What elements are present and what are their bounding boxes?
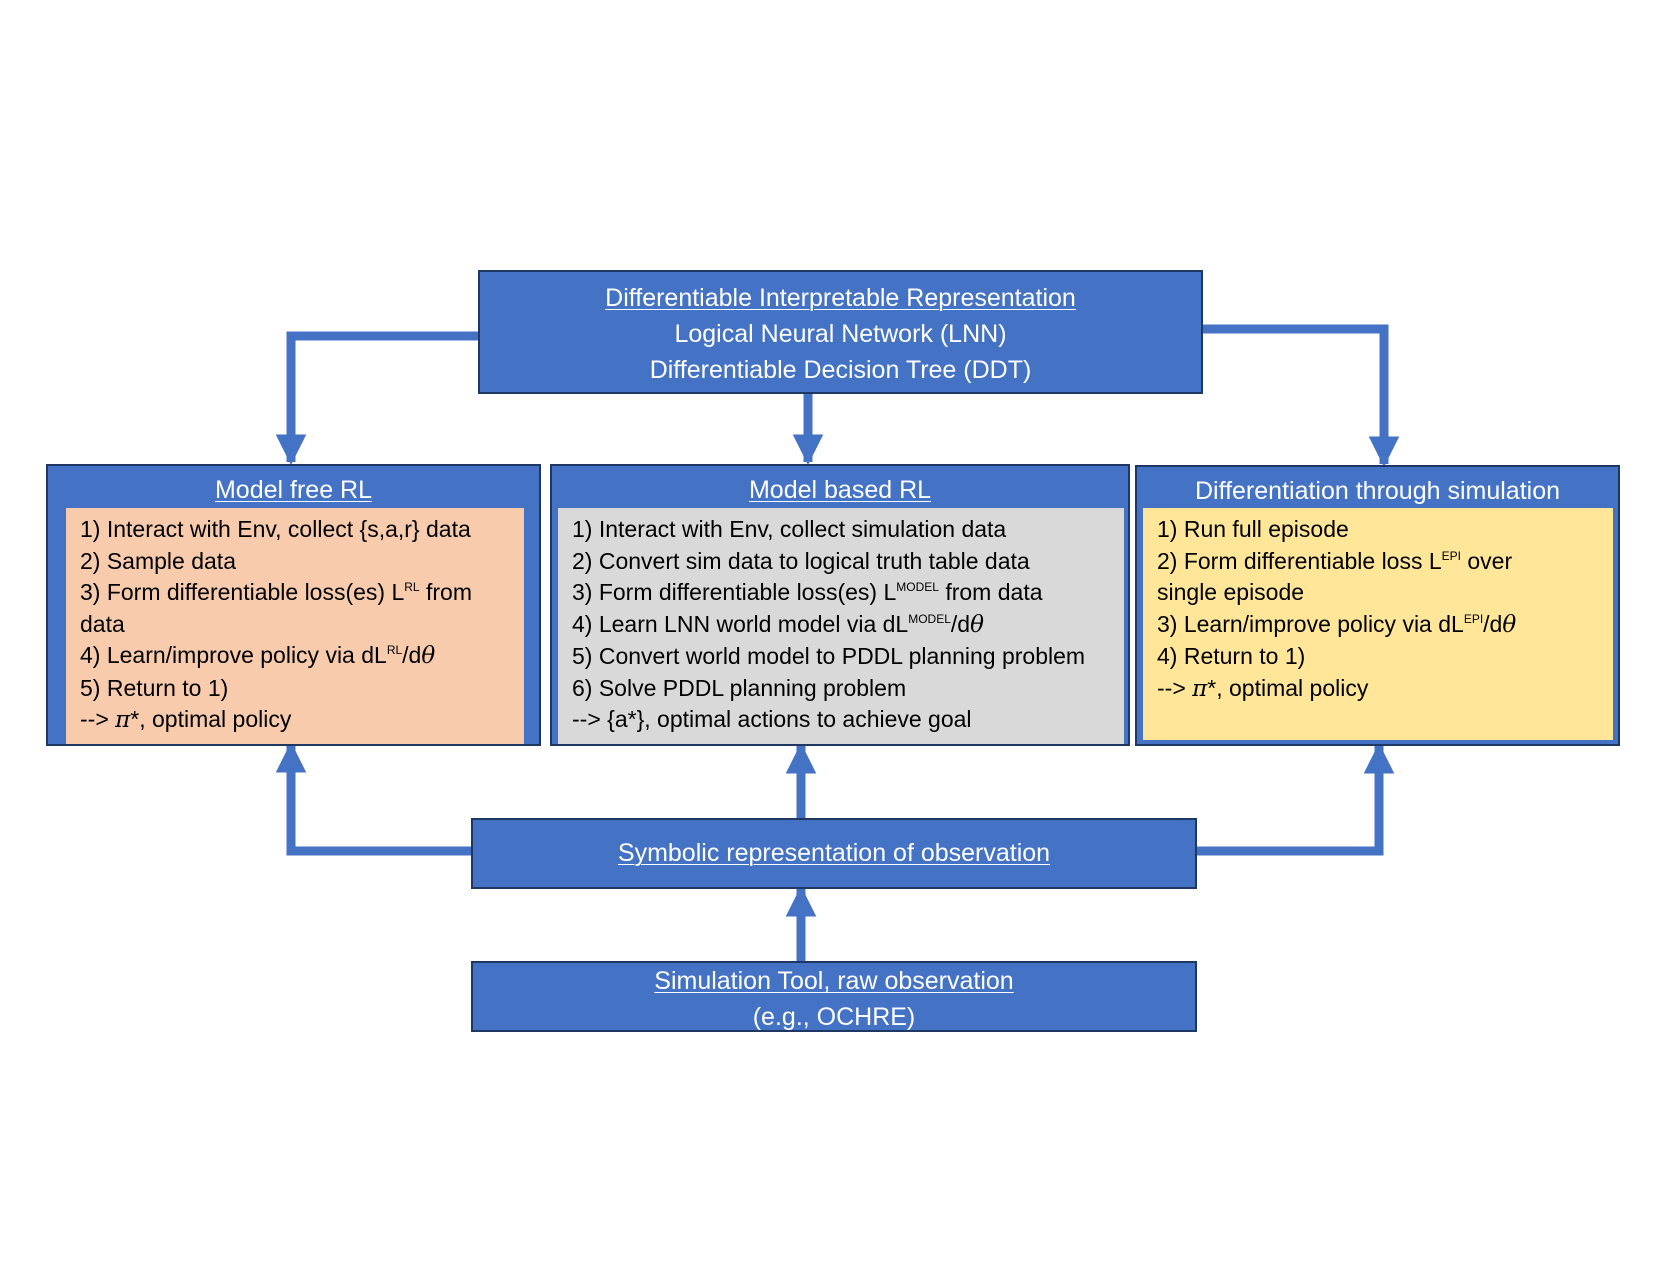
step-pre: 2) Convert sim data to logical truth tab… <box>572 547 1030 574</box>
step-line: 5) Return to 1) <box>80 673 510 705</box>
step-sym: θ <box>1502 611 1517 638</box>
step-sym: π <box>115 707 131 733</box>
model-free-title: Model free RL <box>214 476 373 504</box>
step-line: 1) Interact with Env, collect {s,a,r} da… <box>80 514 510 546</box>
step-post: from <box>419 579 472 605</box>
step-line: 2) Form differentiable loss LEPI over <box>1157 546 1599 578</box>
arrow-symbolic-to-diff-sim <box>1197 742 1395 856</box>
step-line: 5) Convert world model to PDDL planning … <box>572 641 1110 673</box>
step-line: --> {a*}, optimal actions to achieve goa… <box>572 704 1110 736</box>
simulation-tool-title: Simulation Tool, raw observation <box>654 967 1014 995</box>
step-line: 1) Interact with Env, collect simulation… <box>572 514 1110 546</box>
diff-sim-panel: Differentiation through simulation 1) Ru… <box>1135 465 1620 746</box>
step-pre: 4) Learn/improve policy via dL <box>80 642 387 668</box>
step-line: 3) Form differentiable loss(es) LMODEL f… <box>572 577 1110 609</box>
diff-sim-title: Differentiation through simulation <box>1194 477 1561 505</box>
step-pre: --> <box>80 706 116 732</box>
simulation-tool-box: Simulation Tool, raw observation (e.g., … <box>471 961 1197 1032</box>
step-line: 2) Sample data <box>80 546 510 578</box>
step-pre: 2) Sample data <box>80 547 236 574</box>
step-sup: MODEL <box>896 580 939 594</box>
step-sup: RL <box>386 643 403 657</box>
step-pre: 5) Convert world model to PDDL planning … <box>572 643 1086 669</box>
simulation-tool-subtitle: (e.g., OCHRE) <box>752 1003 916 1031</box>
arrow-symbolic-to-model-free <box>275 741 471 856</box>
step-pre: 3) Learn/improve policy via dL <box>1157 610 1464 637</box>
step-post: *, optimal policy <box>1207 674 1369 701</box>
step-pre: 1) Interact with Env, collect simulation… <box>572 516 1007 542</box>
step-line: single episode <box>1157 577 1599 609</box>
step-line: --> π*, optimal policy <box>80 704 510 737</box>
step-line: 2) Convert sim data to logical truth tab… <box>572 546 1110 578</box>
step-pre: 3) Form differentiable loss(es) L <box>572 579 897 605</box>
step-line: 1) Run full episode <box>1157 514 1599 546</box>
model-based-panel: Model based RL 1) Interact with Env, col… <box>550 464 1130 746</box>
step-pre: 1) Interact with Env, collect {s,a,r} da… <box>80 516 471 542</box>
step-pre: 3) Form differentiable loss(es) L <box>80 579 405 605</box>
model-free-steps: 1) Interact with Env, collect {s,a,r} da… <box>66 508 524 744</box>
step-sym: π <box>1192 675 1208 702</box>
step-post: *, optimal policy <box>130 706 292 732</box>
step-post: from data <box>938 579 1043 605</box>
step-pre: single episode <box>1157 579 1305 605</box>
step-pre: 4) Return to 1) <box>1157 643 1306 669</box>
step-sup: RL <box>404 580 420 594</box>
step-pre: 1) Run full episode <box>1157 516 1349 542</box>
step-line: 6) Solve PDDL planning problem <box>572 673 1110 705</box>
step-post: over <box>1461 547 1513 574</box>
step-line: 4) Learn/improve policy via dLRL/dθ <box>80 640 510 673</box>
step-line: data <box>80 609 510 641</box>
symbolic-representation-title: Symbolic representation of observation <box>617 839 1051 867</box>
step-pre: --> {a*}, optimal actions to achieve goa… <box>572 706 972 732</box>
diff-sim-steps: 1) Run full episode 2) Form differentiabl… <box>1143 508 1613 740</box>
step-post: /d <box>950 610 971 637</box>
representation-title: Differentiable Interpretable Representat… <box>605 284 1076 312</box>
step-pre: --> <box>1157 674 1193 701</box>
step-post: /d <box>402 642 422 668</box>
step-pre: 5) Return to 1) <box>80 674 229 701</box>
model-based-steps: 1) Interact with Env, collect simulation… <box>558 508 1124 744</box>
step-pre: 2) Form differentiable loss L <box>1157 547 1442 574</box>
step-pre: 4) Learn LNN world model via dL <box>572 610 909 637</box>
step-line: 4) Learn LNN world model via dLMODEL/dθ <box>572 609 1110 642</box>
step-line: --> π*, optimal policy <box>1157 673 1599 706</box>
model-free-panel: Model free RL 1) Interact with Env, coll… <box>46 464 541 746</box>
representation-box: Differentiable Interpretable Representat… <box>478 270 1203 394</box>
step-post: /d <box>1483 610 1503 637</box>
arrow-top-to-diff-sim <box>1203 324 1400 468</box>
representation-lnn: Logical Neural Network (LNN) <box>674 320 1007 348</box>
step-sym: θ <box>421 643 436 669</box>
step-pre: data <box>80 610 125 637</box>
arrow-top-to-model-free <box>275 331 478 466</box>
model-based-title: Model based RL <box>748 476 932 504</box>
step-pre: 6) Solve PDDL planning problem <box>572 674 907 701</box>
step-sym: θ <box>970 611 984 638</box>
step-line: 3) Learn/improve policy via dLEPI/dθ <box>1157 609 1599 642</box>
step-line: 4) Return to 1) <box>1157 641 1599 673</box>
representation-ddt: Differentiable Decision Tree (DDT) <box>649 356 1032 384</box>
step-sup: MODEL <box>908 611 951 626</box>
step-sup: EPI <box>1463 611 1484 626</box>
symbolic-representation-box: Symbolic representation of observation <box>471 818 1197 889</box>
step-line: 3) Form differentiable loss(es) LRL from <box>80 577 510 609</box>
step-sup: EPI <box>1441 548 1461 563</box>
